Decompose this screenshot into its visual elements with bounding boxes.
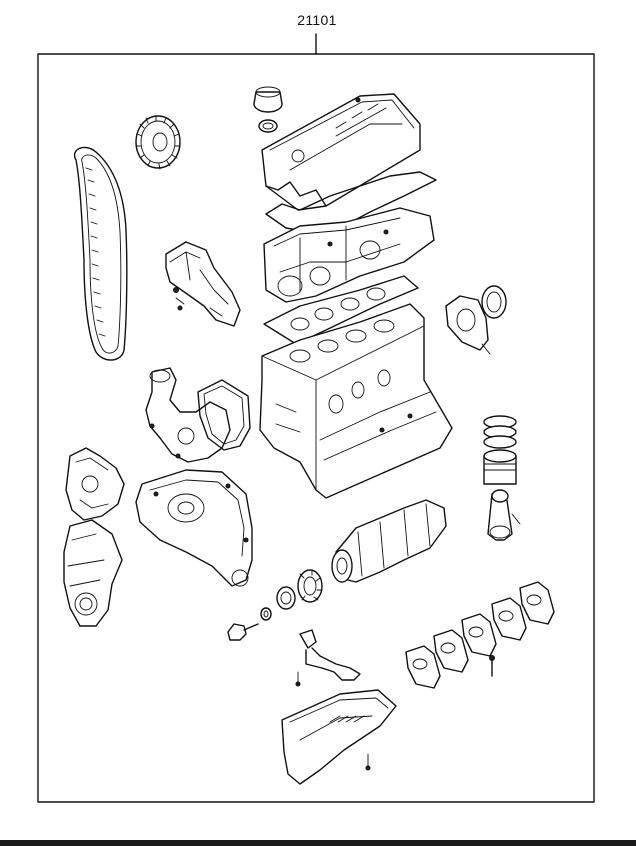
- main-bearing-cap-3: [461, 613, 497, 657]
- rear-oil-seal-case: [445, 295, 491, 355]
- crankshaft: [331, 499, 447, 583]
- oil-pump-front-case: [135, 469, 253, 587]
- crankshaft-sprocket: [297, 569, 323, 603]
- oil-filler-cap: [253, 86, 283, 113]
- oil-strainer: [295, 629, 361, 687]
- assembly-part-number-label: 21101: [297, 12, 337, 28]
- main-bearing-cap-4: [491, 597, 527, 641]
- assembly-frame: [37, 53, 595, 803]
- rear-oil-seal: [481, 285, 507, 319]
- bearing-cap-bolt: [489, 655, 495, 677]
- crankshaft-washer: [260, 607, 272, 621]
- oil-pan: [281, 689, 397, 785]
- engine-mount-bracket: [165, 241, 241, 327]
- camshaft-sprocket: [135, 115, 181, 170]
- oil-filler-cap-seal: [258, 119, 278, 133]
- scan-bottom-edge: [0, 840, 636, 846]
- connecting-rod: [487, 489, 521, 541]
- cylinder-head: [263, 207, 435, 303]
- cylinder-head-cover: [261, 93, 421, 211]
- main-bearing-cap-2: [433, 629, 469, 673]
- crankshaft-front-seal: [276, 586, 296, 610]
- main-bearing-cap-1: [405, 645, 441, 689]
- lower-timing-cover: [63, 519, 123, 627]
- piston: [483, 449, 517, 485]
- cylinder-block: [259, 303, 453, 499]
- timing-belt: [73, 146, 128, 361]
- piston-rings: [483, 415, 517, 449]
- water-pump-gasket: [197, 379, 251, 451]
- upper-timing-cover: [65, 447, 125, 521]
- crankshaft-pulley-bolt: [227, 623, 259, 641]
- main-bearing-cap-5: [519, 581, 555, 625]
